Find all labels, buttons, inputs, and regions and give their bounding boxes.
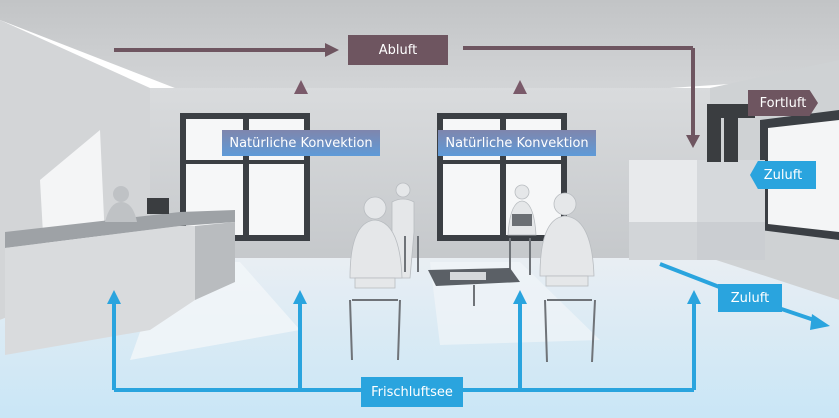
label-zuluft-bottom: Zuluft [718,284,782,312]
label-zuluft-top: Zuluft [750,161,816,189]
receptionist-figure [105,186,137,222]
label-frischluftsee: Frischluftsee [361,377,463,407]
label-convection-right: Natürliche Konvektion [438,130,596,156]
chairs [349,236,596,363]
seated-people [349,182,595,289]
coffee-table [428,268,520,306]
label-fortluft: Fortluft [748,90,818,116]
label-abluft: Abluft [348,35,448,65]
label-convection-left: Natürliche Konvektion [222,130,380,156]
reception-desk [5,198,235,355]
